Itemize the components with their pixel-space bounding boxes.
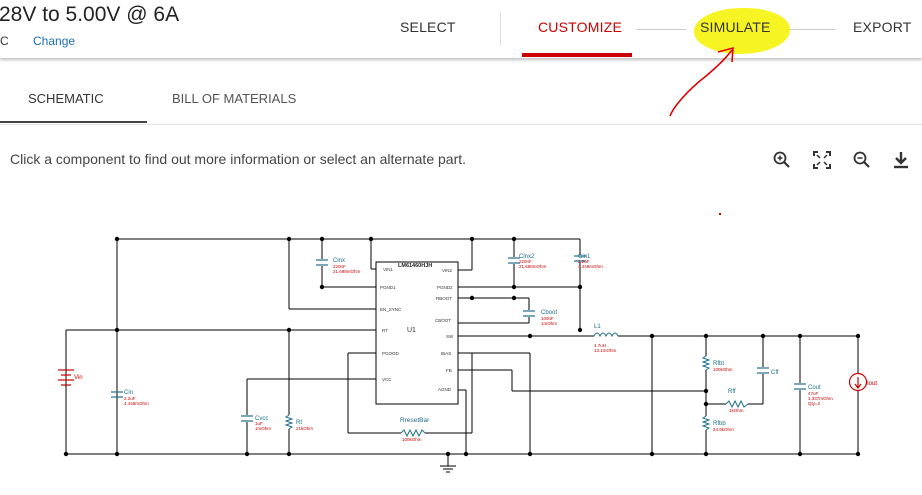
design-title: 28V to 5.00V @ 6A	[0, 3, 180, 26]
value-label: 1uF	[255, 421, 263, 426]
junctions	[63, 236, 861, 457]
pin-label: FB	[446, 368, 452, 373]
pin-label: RT	[382, 328, 388, 333]
fit-screen-icon[interactable]	[812, 150, 832, 170]
value-label: 1mOhm	[541, 321, 557, 326]
value-label: 100kOhm	[713, 367, 733, 372]
source-labels: Vin Iout	[74, 375, 877, 387]
value-label: 100nF	[541, 316, 554, 321]
top-bar: 28V to 5.00V @ 6A C Change SELECT CUSTOM…	[0, 0, 922, 58]
step-divider	[500, 12, 501, 46]
step-connector	[782, 29, 836, 30]
download-icon[interactable]	[891, 150, 911, 170]
value-label: 3.337mOhm	[808, 396, 833, 401]
value-label: Qty=2	[808, 401, 821, 406]
value-label: 21kOhm	[296, 426, 313, 431]
rresetbar-label: RresetBar	[400, 417, 430, 424]
rfbb-label: Rfbb	[713, 421, 726, 427]
value-label: 4.448mOhm	[578, 264, 603, 269]
schematic-canvas[interactable]: LM61460HJH U1 VIN1 PGND1 EN_SYNC RT PGOO…	[0, 200, 922, 495]
vin-source	[58, 369, 74, 454]
pin-label: PGOOD	[382, 351, 400, 356]
resistors	[284, 332, 749, 438]
value-label: 13.1mOhm	[594, 348, 617, 353]
step-connector	[636, 29, 686, 30]
component-values: 220nF 21.698mOhm 220nF 21.698mOhm 2.2uF …	[124, 259, 833, 442]
annotation-highlight	[694, 8, 790, 54]
capacitors	[111, 255, 806, 422]
cboot-label: Cboot	[541, 310, 557, 316]
value-label: 220nF	[333, 264, 346, 269]
rt-label: Rt	[296, 420, 302, 426]
value-label: 21.698mOhm	[333, 269, 361, 274]
pin-label: VIN1	[383, 267, 394, 272]
rff-label: Rff	[728, 389, 736, 395]
workflow-steps: SELECT CUSTOMIZE SIMULATE EXPORT	[0, 0, 922, 58]
step-export[interactable]: EXPORT	[853, 19, 912, 35]
value-label: 2.2uF	[578, 259, 590, 264]
clnx-label: Clnx	[333, 258, 345, 264]
pin-label: CBOOT	[435, 318, 451, 323]
l1-label: L1	[594, 324, 601, 330]
iout-label: Iout	[867, 381, 877, 387]
cin-label: Cin	[124, 390, 133, 396]
zoom-out-icon[interactable]	[852, 150, 872, 170]
component-labels: Clnx Clnx2 Cin1 Cboot L1 Cin Cvcc Rt Rre…	[124, 254, 821, 427]
annotation-arrow	[669, 46, 734, 117]
instruction-text: Click a component to find out more infor…	[10, 151, 467, 167]
ic-ref: U1	[407, 327, 416, 334]
value-label: 220nF	[519, 259, 532, 264]
value-label: 100kOhm	[402, 437, 422, 442]
pin-label: EN_SYNC	[380, 307, 402, 312]
pin-label: PGND1	[380, 285, 396, 290]
value-label: 4.7uH	[594, 343, 606, 348]
cout-label: Cout	[808, 385, 821, 391]
view-tabs: SCHEMATIC BILL OF MATERIALS	[0, 70, 922, 125]
change-link[interactable]: Change	[33, 34, 76, 48]
pin-label: RBOOT	[436, 296, 452, 301]
pin-label: SW	[446, 334, 454, 339]
value-label: 4.448mOhm	[124, 401, 149, 406]
step-customize[interactable]: CUSTOMIZE	[538, 19, 622, 35]
value-label: 24.9kOhm	[713, 427, 734, 432]
pin-label: AGND	[438, 387, 452, 392]
tab-bill-of-materials[interactable]: BILL OF MATERIALS	[172, 91, 297, 106]
step-simulate[interactable]: SIMULATE	[700, 19, 771, 35]
cvcc-label: Cvcc	[255, 416, 268, 422]
value-label: 1mOhm	[255, 426, 271, 431]
clnx2-label: Clnx2	[519, 254, 535, 260]
value-label: 47uF	[808, 391, 819, 396]
pin-label: VIN2	[442, 268, 453, 273]
pin-label: VCC	[382, 377, 392, 382]
cin1-label: Cin1	[578, 254, 591, 260]
active-step-indicator	[522, 53, 632, 57]
annotation-dot	[719, 213, 721, 215]
cff-label: Cff	[771, 370, 779, 376]
ic-name: LM61460HJH	[398, 263, 432, 269]
active-tab-indicator	[0, 121, 147, 123]
step-select[interactable]: SELECT	[400, 19, 456, 35]
rfbt-label: Rfbt	[713, 361, 724, 367]
value-label: 1kOhm	[729, 408, 744, 413]
tab-schematic[interactable]: SCHEMATIC	[28, 91, 104, 106]
vin-label: Vin	[74, 375, 83, 381]
ic-pin-labels: LM61460HJH U1 VIN1 PGND1 EN_SYNC RT PGOO…	[380, 263, 454, 392]
pin-label: BIAS	[441, 351, 451, 356]
wires	[65, 238, 859, 473]
iout-source	[848, 372, 868, 392]
value-label: 21.698mOhm	[519, 264, 547, 269]
zoom-in-icon[interactable]	[772, 150, 792, 170]
value-label: 2.2uF	[124, 396, 136, 401]
pin-label: PGND2	[437, 285, 453, 290]
design-subtitle: C	[0, 34, 9, 48]
